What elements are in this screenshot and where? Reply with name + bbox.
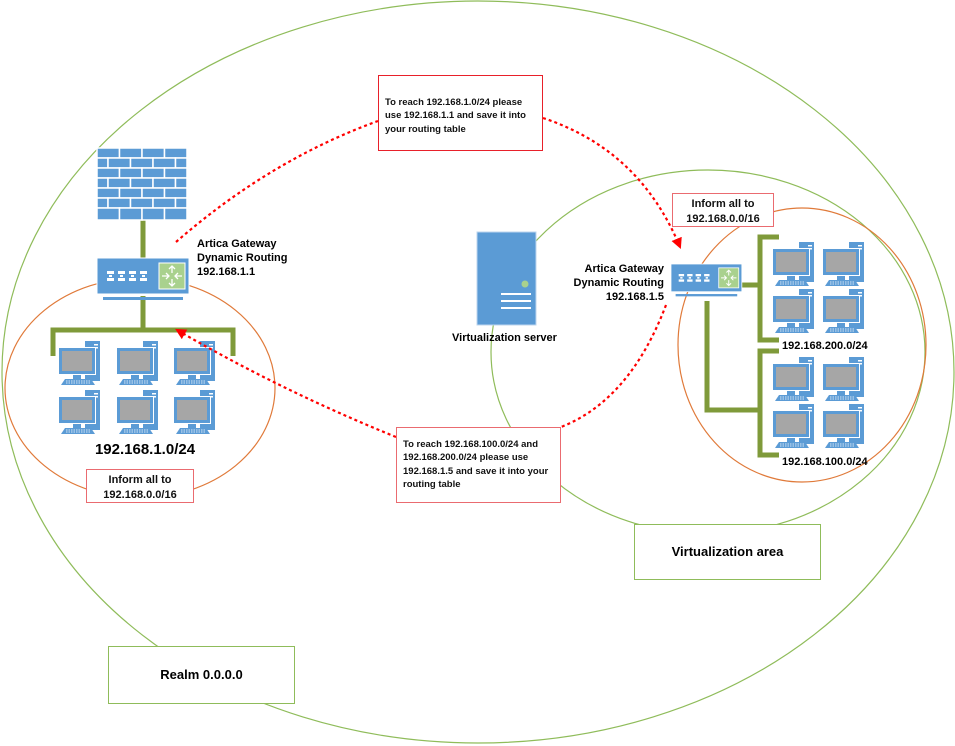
left-subnet-label: 192.168.1.0/24 bbox=[94, 441, 196, 458]
computer-icon bbox=[771, 288, 815, 334]
left-gateway-label: Artica Gateway Dynamic Routing 192.168.1… bbox=[197, 238, 287, 279]
firewall-icon bbox=[96, 147, 188, 221]
computer-icon bbox=[172, 389, 216, 435]
left-inform-line1: Inform all to bbox=[108, 474, 172, 486]
right-computers-100 bbox=[771, 356, 865, 449]
realm-label-box: Realm 0.0.0.0 bbox=[108, 646, 295, 704]
computer-icon bbox=[821, 356, 865, 402]
left-inform-line2: 192.168.0.0/16 bbox=[103, 488, 177, 501]
right-gateway-ip: 192.168.1.5 bbox=[605, 290, 664, 303]
virtualization-area-label-box: Virtualization area bbox=[634, 524, 821, 580]
computer-icon bbox=[821, 403, 865, 449]
left-gateway-router-icon bbox=[96, 257, 190, 301]
computer-icon bbox=[821, 241, 865, 287]
right-subnet-100-label: 192.168.100.0/24 bbox=[782, 456, 868, 468]
route-arrow-msg1-to-right-gw bbox=[542, 116, 682, 250]
computer-icon bbox=[771, 356, 815, 402]
right-inform-box: Inform all to 192.168.0.0/16 bbox=[672, 193, 774, 227]
left-gateway-role: Dynamic Routing bbox=[197, 251, 288, 264]
left-gateway-ip: 192.168.1.1 bbox=[197, 265, 256, 278]
computer-icon bbox=[771, 241, 815, 287]
right-computers-200 bbox=[771, 241, 865, 334]
route-message-box-2: To reach 192.168.100.0/24 and 192.168.20… bbox=[396, 427, 561, 503]
computer-icon bbox=[115, 340, 159, 386]
virtualization-server-label: Virtualization server bbox=[452, 332, 557, 344]
computer-icon bbox=[115, 389, 159, 435]
right-gateway-router-icon bbox=[670, 263, 743, 297]
computer-icon bbox=[57, 340, 101, 386]
left-subnet-outline bbox=[4, 277, 276, 499]
right-subnet-200-label: 192.168.200.0/24 bbox=[782, 340, 868, 352]
right-links bbox=[704, 234, 779, 458]
right-gateway-label: Artica Gateway Dynamic Routing 192.168.1… bbox=[568, 263, 664, 304]
route-arrow-right-gw-to-msg2 bbox=[560, 304, 668, 429]
computer-icon bbox=[172, 340, 216, 386]
computer-icon bbox=[821, 288, 865, 334]
computer-icon bbox=[57, 389, 101, 435]
right-inform-line2: 192.168.0.0/16 bbox=[686, 212, 760, 225]
left-inform-box: Inform all to 192.168.0.0/16 bbox=[86, 469, 194, 503]
right-gateway-role: Dynamic Routing bbox=[573, 276, 664, 289]
route-message-box-1: To reach 192.168.1.0/24 please use 192.1… bbox=[378, 75, 543, 151]
left-gateway-name: Artica Gateway bbox=[197, 238, 277, 250]
right-subnet-outline bbox=[677, 207, 927, 483]
right-inform-line1: Inform all to bbox=[691, 198, 755, 210]
server-icon bbox=[476, 231, 537, 326]
route-arrows bbox=[175, 116, 682, 439]
computer-icon bbox=[771, 403, 815, 449]
left-computers bbox=[57, 340, 216, 435]
route-arrow-left-gw-to-msg1 bbox=[175, 119, 379, 243]
left-links bbox=[50, 220, 236, 356]
right-gateway-name: Artica Gateway bbox=[584, 263, 664, 275]
route-arrow-msg2-to-left-gw bbox=[175, 328, 397, 439]
